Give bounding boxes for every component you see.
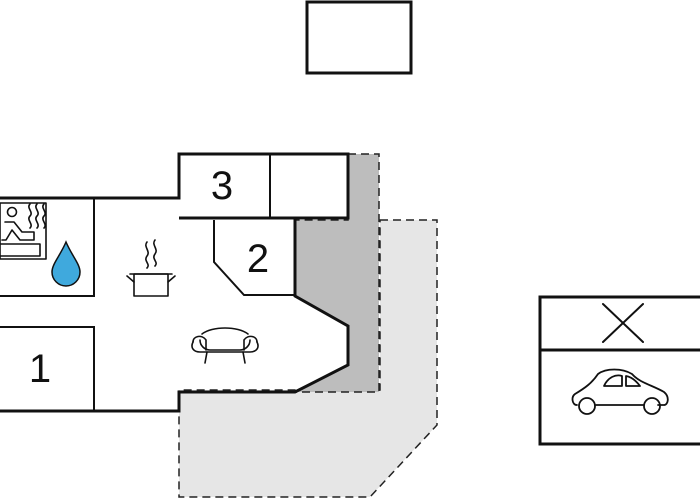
room-label-2: 2 — [247, 237, 269, 281]
cooking-pot-icon — [126, 239, 176, 297]
sauna-icon — [0, 202, 47, 260]
house-outline — [0, 152, 350, 413]
outbuilding — [305, 0, 413, 75]
water-drop-icon — [51, 240, 81, 287]
crossed-box-icon — [602, 303, 644, 343]
car-icon — [571, 368, 669, 415]
room-2-wall — [213, 220, 295, 296]
room-label-3: 3 — [211, 164, 233, 208]
sofa-icon — [191, 327, 259, 364]
terrace-dark — [294, 153, 380, 393]
room-1-wall — [0, 326, 95, 411]
carport — [538, 295, 700, 446]
bath-room-wall — [0, 198, 95, 297]
room-label-1: 1 — [29, 347, 51, 391]
